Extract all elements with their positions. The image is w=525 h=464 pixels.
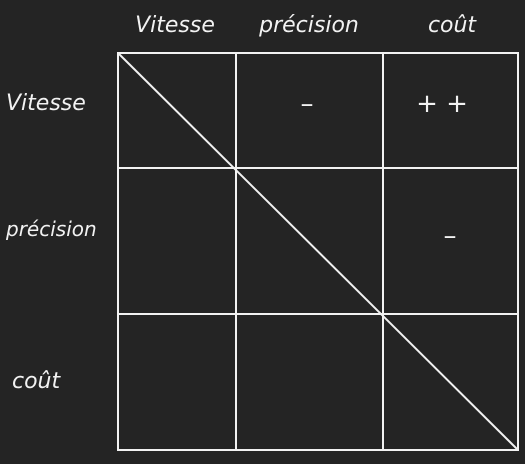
cell-precision-cout: – — [444, 221, 457, 251]
row-header-cout: coût — [12, 369, 61, 394]
cell-vitesse-cout: + + — [416, 89, 468, 119]
column-header-precision: précision — [258, 13, 359, 38]
matrix-grid — [117, 52, 519, 451]
cell-vitesse-precision: – — [301, 89, 314, 119]
column-header-vitesse: Vitesse — [135, 13, 215, 38]
diagonal-line — [117, 52, 519, 451]
matrix-border — [117, 52, 519, 451]
row-header-precision: précision — [5, 217, 97, 241]
row-header-vitesse: Vitesse — [6, 91, 86, 116]
column-header-cout: coût — [428, 13, 477, 38]
